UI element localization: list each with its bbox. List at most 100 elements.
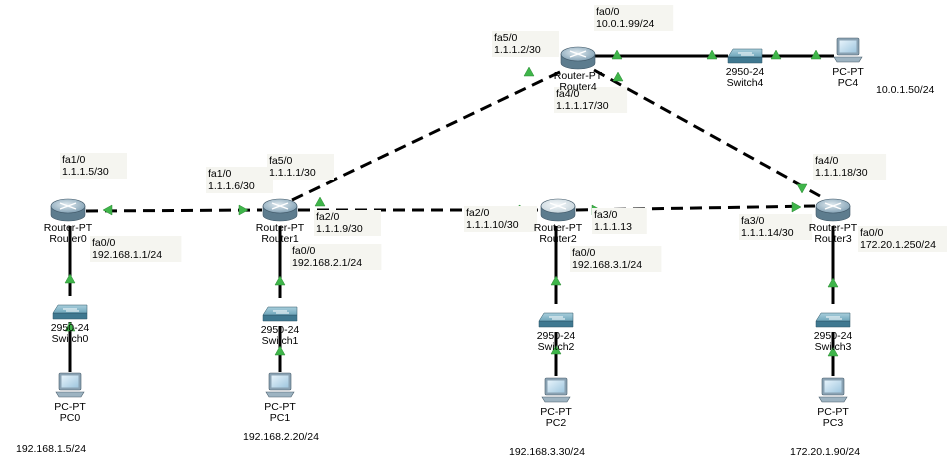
pc-ip-address: 10.0.1.50/24 — [876, 84, 935, 96]
interface-ip-address: 1.1.1.1/30 — [269, 167, 316, 179]
device-name-label: Router3 — [814, 233, 852, 245]
interface-port-name: fa2/0 — [466, 207, 490, 219]
interface-label-background — [592, 208, 647, 234]
link-router0-router1[interactable] — [85, 208, 263, 213]
interface-label-background — [314, 210, 381, 236]
interface-label-background — [570, 246, 662, 272]
interface-port-name: fa5/0 — [494, 32, 518, 44]
interface-label-background — [739, 214, 813, 240]
interface-label-background — [554, 87, 628, 113]
pc-icon — [541, 377, 571, 403]
port-status-indicator — [550, 344, 562, 355]
port-status-indicator — [238, 204, 249, 216]
device-model-label: Router-PT — [44, 222, 93, 234]
switch-icon — [538, 312, 574, 328]
interface-label-router3-fa3-0: fa3/01.1.1.14/30 — [739, 214, 813, 240]
port-status-indicator — [810, 49, 822, 60]
interface-label-background — [813, 154, 887, 180]
device-name-label: Router2 — [539, 233, 577, 245]
port-status-indicator — [706, 49, 718, 60]
interface-label-router2-fa2-0: fa2/01.1.1.10/30 — [464, 206, 538, 232]
interface-port-name: fa0/0 — [596, 6, 620, 18]
device-model-label: PC-PT — [264, 401, 296, 413]
port-status-indicator — [612, 71, 624, 82]
port-status-indicator — [770, 49, 782, 60]
device-model-label: Router-PT — [554, 70, 603, 82]
device-model-label: PC-PT — [832, 66, 864, 78]
router-icon — [560, 46, 596, 70]
pc-ip-address: 172.20.1.90/24 — [790, 446, 860, 458]
device-model-label: PC-PT — [54, 401, 86, 413]
interface-port-name: fa4/0 — [556, 88, 580, 100]
link-router1-router4[interactable] — [291, 68, 565, 202]
interface-port-name: fa0/0 — [292, 245, 316, 257]
interface-ip-address: 10.0.1.99/24 — [596, 18, 655, 30]
pc-icon — [833, 37, 863, 63]
interface-port-name: fa2/0 — [316, 211, 340, 223]
interface-label-router1-fa5-0: fa5/01.1.1.1/30 — [267, 154, 334, 180]
pc-icon — [265, 372, 295, 398]
port-status-indicator — [791, 201, 802, 213]
device-name-label: Switch1 — [262, 335, 299, 347]
interface-ip-address: 1.1.1.13 — [594, 221, 632, 233]
pc-ip-address: 192.168.1.5/24 — [16, 443, 86, 455]
interface-ip-address: 1.1.1.14/30 — [741, 227, 794, 239]
interface-label-background — [858, 226, 947, 252]
device-name-label: PC1 — [270, 412, 291, 424]
port-status-indicator — [314, 196, 326, 207]
device-name-label: Switch0 — [52, 333, 89, 345]
device-name-label: PC3 — [823, 417, 844, 429]
port-status-indicator — [64, 321, 76, 332]
interface-label-background — [90, 236, 182, 262]
interface-label-router0-fa1-0: fa1/01.1.1.5/30 — [60, 153, 127, 179]
device-name-label: Switch4 — [727, 77, 764, 89]
interface-label-router1-fa1-0: fa1/01.1.1.6/30 — [206, 167, 273, 193]
interface-ip-address: 1.1.1.6/30 — [208, 180, 255, 192]
interface-port-name: fa3/0 — [594, 209, 618, 221]
interface-port-name: fa0/0 — [860, 227, 884, 239]
router-icon — [540, 198, 576, 222]
device-model-label: Router-PT — [809, 222, 858, 234]
device-model-label: PC-PT — [540, 406, 572, 418]
port-status-indicator — [64, 273, 76, 284]
device-model-label: 2950-24 — [51, 322, 90, 334]
device-model-label: PC-PT — [817, 406, 849, 418]
device-name-label: Router0 — [49, 233, 87, 245]
device-name-label: Router4 — [559, 81, 597, 93]
interface-port-name: fa1/0 — [208, 168, 232, 180]
device-model-label: 2950-24 — [261, 324, 300, 336]
switch-icon — [262, 306, 298, 322]
interface-port-name: fa0/0 — [572, 247, 596, 259]
router-icon — [815, 198, 851, 222]
link-router4-router3[interactable] — [593, 68, 821, 198]
device-name-label: Switch3 — [815, 341, 852, 353]
interface-port-name: fa3/0 — [741, 215, 765, 227]
port-status-indicator — [102, 204, 113, 216]
interface-ip-address: 192.168.3.1/24 — [572, 259, 642, 271]
port-status-indicator — [827, 277, 839, 288]
pc-icon — [55, 372, 85, 398]
switch-icon — [52, 304, 88, 320]
interface-label-router1-fa2-0: fa2/01.1.1.9/30 — [314, 210, 381, 236]
interface-ip-address: 192.168.1.1/24 — [92, 249, 162, 261]
interface-port-name: fa0/0 — [92, 237, 116, 249]
